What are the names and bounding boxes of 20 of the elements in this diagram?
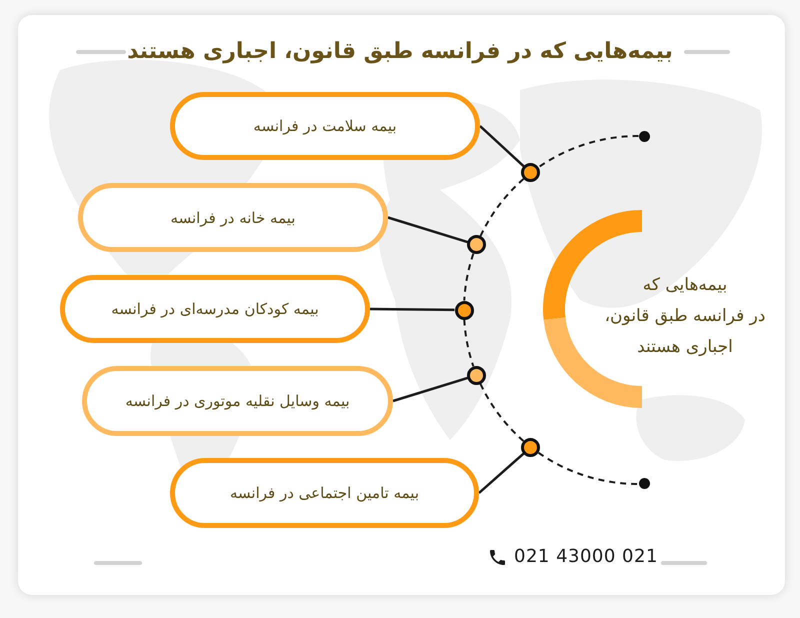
dashed-arc-line <box>538 135 639 168</box>
insurance-label: بیمه تامین اجتماعی در فرانسه <box>230 483 419 503</box>
insurance-label: بیمه وسایل نقلیه موتوری در فرانسه <box>125 391 350 411</box>
connector-line <box>478 452 525 494</box>
dashed-arc-line <box>463 319 474 367</box>
insurance-label: بیمه کودکان مدرسه‌ای در فرانسه <box>111 299 319 319</box>
callout-heading: بیمه‌هایی که در فرانسه طبق قانون، اجباری هستند <box>604 274 766 359</box>
title: بیمه‌هایی که در فرانسه طبق قانون، اجباری هستند <box>127 38 673 66</box>
connector-line <box>479 125 525 168</box>
pill-box <box>78 183 388 252</box>
insurance-label: بیمه خانه در فرانسه <box>170 208 296 228</box>
dashed-arc-line <box>480 383 524 442</box>
connector-line <box>370 308 455 312</box>
dashed-arc-line <box>538 452 639 485</box>
dashed-arc-line <box>463 253 474 301</box>
insurance-label: بیمه سلامت در فرانسه <box>253 116 397 136</box>
connector-line <box>388 216 468 244</box>
connector-line <box>392 376 468 402</box>
dashed-arc-line <box>480 178 524 237</box>
phone-number: 021 43000 021 <box>514 546 658 567</box>
